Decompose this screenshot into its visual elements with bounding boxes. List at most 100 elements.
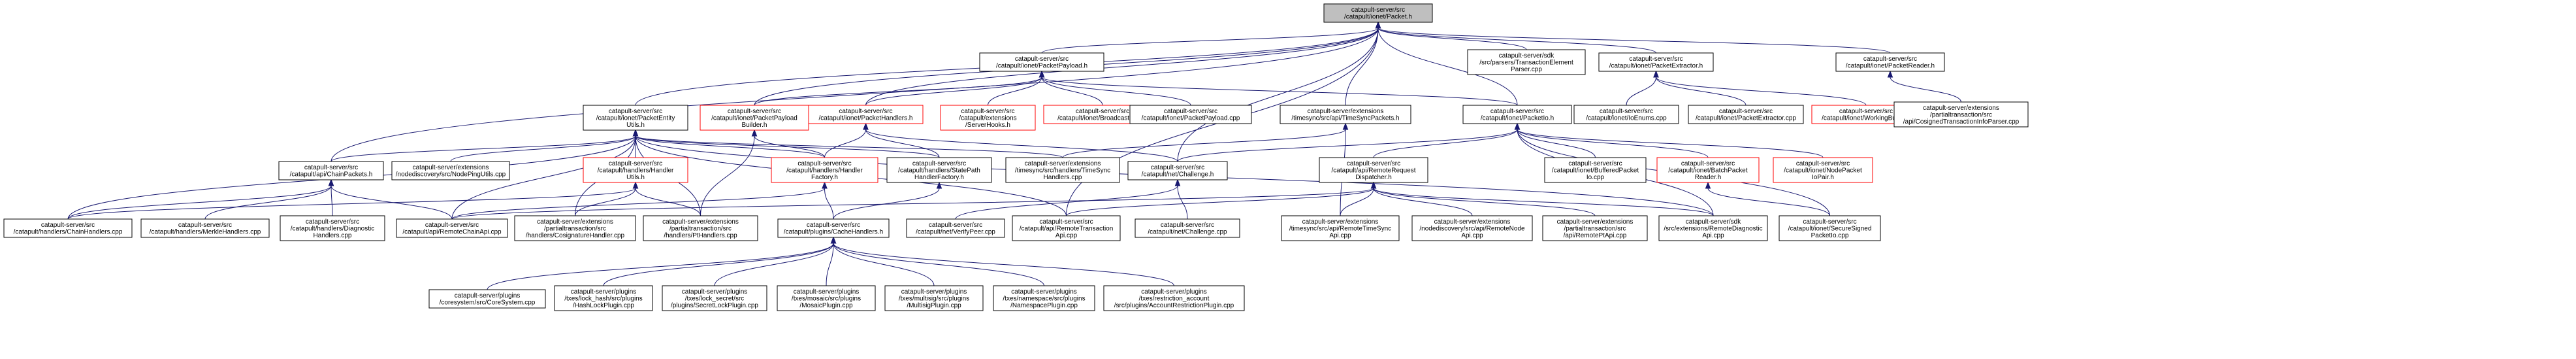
graph-node-catapult-server-extensions-timesync-src-handlers-timesynchandlers-cpp[interactable]: catapult-server/extensions/timesync/src/… — [1005, 157, 1120, 183]
graph-node-catapult-server-src-catapult-handlers-handlerfactory-h[interactable]: catapult-server/src/catapult/handlers/Ha… — [771, 157, 878, 183]
graph-node-catapult-server-src-catapult-ionet-securesignedpacketio-cpp[interactable]: catapult-server/src/catapult/ionet/Secur… — [1779, 215, 1881, 241]
node-box — [3, 218, 133, 238]
graph-node-catapult-server-extensions-nodediscovery-src-api-remotenodeapi-cpp[interactable]: catapult-server/extensions/nodediscovery… — [1411, 215, 1533, 241]
node-label-line: /handlers/CosignatureHandler.cpp — [526, 232, 625, 239]
node-box — [808, 105, 924, 124]
arrowhead-n37-to-n23 — [1174, 179, 1181, 186]
node-box — [1280, 105, 1411, 124]
graph-node-catapult-server-plugins-txes-restriction-account-src-plugins-accountrestrictionplugin-cpp[interactable]: catapult-server/plugins/txes/restriction… — [1103, 285, 1245, 311]
node-label-line: catapult-server/src — [1351, 7, 1405, 14]
graph-node-catapult-server-plugins-txes-namespace-src-plugins-namespaceplugin-cpp[interactable]: catapult-server/plugins/txes/namespace/s… — [993, 285, 1095, 311]
graph-node-catapult-server-sdk-src-parsers-transactionelementparser-cpp[interactable]: catapult-server/sdk/src/parsers/Transact… — [1467, 49, 1586, 75]
edge-n37-to-n23 — [1177, 185, 1188, 220]
graph-node-catapult-server-src-catapult-net-verifypeer-cpp[interactable]: catapult-server/src/catapult/net/VerifyP… — [906, 218, 1005, 238]
graph-node-catapult-server-src-catapult-handlers-statepathhandlerfactory-h[interactable]: catapult-server/src/catapult/handlers/St… — [886, 157, 992, 183]
graph-node-catapult-server-plugins-coresystem-src-coresystem-cpp[interactable]: catapult-server/plugins/coresystem/src/C… — [428, 289, 546, 309]
graph-node-catapult-server-src-catapult-ionet-packetpayload-h[interactable]: catapult-server/src/catapult/ionet/Packe… — [979, 52, 1104, 72]
edge-n28-to-n17 — [67, 185, 332, 220]
graph-node-catapult-server-src-catapult-ionet-nodepacketiopair-h[interactable]: catapult-server/src/catapult/ionet/NodeP… — [1773, 157, 1873, 183]
node-label-line: PacketIo.cpp — [1811, 232, 1849, 239]
edge-n47-to-n34 — [833, 243, 935, 286]
graph-node-catapult-server-src-catapult-api-chainpackets-h[interactable]: catapult-server/src/catapult/api/ChainPa… — [278, 161, 384, 180]
graph-node-catapult-server-src-catapult-ionet-batchpacketreader-h[interactable]: catapult-server/src/catapult/ionet/Batch… — [1656, 157, 1760, 183]
edge-n31-to-n20 — [451, 188, 825, 220]
node-box — [886, 157, 992, 183]
graph-node-catapult-server-src-catapult-handlers-chainhandlers-cpp[interactable]: catapult-server/src/catapult/handlers/Ch… — [3, 218, 133, 238]
graph-node-catapult-server-extensions-nodediscovery-src-nodepingutils-cpp[interactable]: catapult-server/extensions/nodediscovery… — [391, 161, 510, 180]
node-label-line: /catapult/ionet/BroadcastUtils.h — [1057, 115, 1148, 122]
edge-n27-to-n12 — [1517, 129, 1824, 158]
node-label-line: /catapult/handlers/StatePath — [898, 167, 980, 174]
node-label-line: /catapult/ionet/PacketPayload.cpp — [1142, 115, 1240, 122]
graph-node-catapult-server-src-catapult-net-challenge-cpp[interactable]: catapult-server/src/catapult/net/Challen… — [1135, 218, 1240, 238]
arrowhead-n42-to-n12 — [1514, 122, 1521, 130]
node-label-line: /src/extensions/RemoteDiagnostic — [1664, 225, 1762, 232]
node-label-line: HandlerFactory.h — [914, 174, 964, 181]
graph-node-catapult-server-src-catapult-ionet-packetpayload-cpp[interactable]: catapult-server/src/catapult/ionet/Packe… — [1129, 105, 1252, 124]
node-box — [1467, 49, 1586, 75]
graph-node-catapult-server-plugins-txes-mosaic-src-plugins-mosaicplugin-cpp[interactable]: catapult-server/plugins/txes/mosaic/src/… — [777, 285, 876, 311]
node-label-line: catapult-server/extensions — [537, 218, 613, 226]
node-label-line: /catapult/ionet/PacketPayload.h — [996, 63, 1087, 70]
graph-node-catapult-server-plugins-txes-lock-hash-src-plugins-hashlockplugin-cpp[interactable]: catapult-server/plugins/txes/lock_hash/s… — [554, 285, 653, 311]
graph-node-catapult-server-src-catapult-net-challenge-h[interactable]: catapult-server/src/catapult/net/Challen… — [1127, 161, 1228, 180]
graph-node-catapult-server-extensions-partialtransaction-src-handlers-pthandlers-cpp[interactable]: catapult-server/extensions/partialtransa… — [643, 215, 758, 241]
node-box — [1323, 3, 1433, 23]
graph-node-catapult-server-src-catapult-plugins-cachehandlers-h[interactable]: catapult-server/src/catapult/plugins/Cac… — [777, 218, 890, 238]
node-box — [140, 218, 270, 238]
node-label-line: /src/parsers/TransactionElement — [1479, 59, 1573, 66]
node-label-line: catapult-server/plugins — [571, 288, 637, 296]
node-label-line: catapult-server/src — [1347, 160, 1400, 167]
graph-node-catapult-server-extensions-partialtransaction-src-api-cosignedtransactioninfoparser-cpp[interactable]: catapult-server/extensions/partialtransa… — [1893, 101, 2029, 128]
graph-node-catapult-server-extensions-timesync-src-api-remotetimesyncapi-cpp[interactable]: catapult-server/extensions/timesync/src/… — [1281, 215, 1400, 241]
edge-n29-to-n17 — [204, 185, 332, 220]
node-label-line: /catapult/ionet/PacketPayload — [711, 114, 797, 122]
edge-n42-to-n26 — [1707, 188, 1830, 216]
graph-node-catapult-server-src-catapult-ionet-packetextractor-cpp[interactable]: catapult-server/src/catapult/ionet/Packe… — [1688, 105, 1804, 124]
node-label-line: /handlers/PtHandlers.cpp — [664, 232, 737, 239]
graph-node-catapult-server-extensions-partialtransaction-src-api-remoteptapi-cpp[interactable]: catapult-server/extensions/partialtransa… — [1542, 215, 1648, 241]
edge-n20-to-n7 — [824, 129, 866, 158]
node-label-line: catapult-server/src — [41, 222, 95, 229]
node-label-line: /txes/restriction_account — [1139, 295, 1210, 302]
node-label-line: catapult-server/src — [797, 160, 851, 167]
graph-node-catapult-server-src-catapult-api-remotetransactionapi-cpp[interactable]: catapult-server/src/catapult/api/RemoteT… — [1012, 215, 1121, 241]
node-box — [1411, 215, 1533, 241]
graph-node-catapult-server-src-catapult-extensions-serverhooks-h[interactable]: catapult-server/src/catapult/extensions/… — [940, 105, 1036, 131]
graph-node-catapult-server-src-catapult-handlers-handlerutils-h[interactable]: catapult-server/src/catapult/handlers/Ha… — [583, 157, 688, 183]
edge-n22-to-n11 — [1062, 129, 1346, 158]
graph-node-catapult-server-src-catapult-api-remotechainapi-cpp[interactable]: catapult-server/src/catapult/api/RemoteC… — [396, 218, 508, 238]
node-box — [583, 157, 688, 183]
graph-node-catapult-server-plugins-txes-multisig-src-plugins-multisigplugin-cpp[interactable]: catapult-server/plugins/txes/multisig/sr… — [884, 285, 984, 311]
graph-node-catapult-server-src-catapult-handlers-merklehandlers-cpp[interactable]: catapult-server/src/catapult/handlers/Me… — [140, 218, 270, 238]
edge-n15-to-n3 — [1656, 77, 1867, 106]
node-label-line: /partialtransaction/src — [1930, 111, 1992, 118]
node-label-line: /src/plugins/AccountRestrictionPlugin.cp… — [1114, 302, 1234, 309]
graph-node-catapult-server-src-catapult-ionet-packetreader-h[interactable]: catapult-server/src/catapult/ionet/Packe… — [1835, 52, 1945, 72]
edge-n17-to-n5 — [330, 135, 636, 162]
edge-n33-to-n6 — [700, 135, 755, 216]
graph-node-catapult-server-src-catapult-ionet-packetio-h[interactable]: catapult-server/src/catapult/ionet/Packe… — [1462, 105, 1572, 124]
graph-node-catapult-server-src-catapult-ionet-packetentityutils-h[interactable]: catapult-server/src/catapult/ionet/Packe… — [583, 105, 688, 131]
graph-node-catapult-server-extensions-partialtransaction-src-handlers-cosignaturehandler-cpp[interactable]: catapult-server/extensions/partialtransa… — [514, 215, 636, 241]
node-box — [391, 161, 510, 180]
graph-node-catapult-server-src-catapult-ionet-ioenums-cpp[interactable]: catapult-server/src/catapult/ionet/IoEnu… — [1573, 105, 1679, 124]
edge-n34-to-n21 — [833, 188, 940, 220]
node-label-line: catapult-server/extensions — [662, 218, 739, 226]
node-label-line: catapult-server/src — [1076, 108, 1129, 115]
graph-node-catapult-server-sdk-src-extensions-remotediagnosticapi-cpp[interactable]: catapult-server/sdk/src/extensions/Remot… — [1658, 215, 1768, 241]
node-box — [1573, 105, 1679, 124]
graph-node-catapult-server-src-catapult-ionet-packetextractor-h[interactable]: catapult-server/src/catapult/ionet/Packe… — [1598, 52, 1714, 72]
graph-node-catapult-server-extensions-timesync-src-api-timesyncpackets-h[interactable]: catapult-server/extensions/timesync/src/… — [1280, 105, 1411, 124]
graph-node-catapult-server-src-catapult-ionet-packethandlers-h[interactable]: catapult-server/src/catapult/ionet/Packe… — [808, 105, 924, 124]
graph-node-catapult-server-src-catapult-api-remoterequestdispatcher-h[interactable]: catapult-server/src/catapult/api/RemoteR… — [1319, 157, 1428, 183]
graph-node-catapult-server-src-catapult-handlers-diagnostichandlers-cpp[interactable]: catapult-server/src/catapult/handlers/Di… — [280, 215, 385, 241]
graph-node-catapult-server-src-catapult-ionet-packetpayloadbuilder-h[interactable]: catapult-server/src/catapult/ionet/Packe… — [700, 105, 809, 131]
node-label-line: catapult-server/src — [306, 218, 359, 226]
edge-n40-to-n24 — [1373, 188, 1596, 216]
node-label-line: /catapult/extensions — [959, 114, 1016, 122]
graph-node-catapult-server-src-catapult-ionet-bufferedpacketio-cpp[interactable]: catapult-server/src/catapult/ionet/Buffe… — [1544, 157, 1647, 183]
graph-node-catapult-server-plugins-txes-lock-secret-src-plugins-secretlockplugin-cpp[interactable]: catapult-server/plugins/txes/lock_secret… — [662, 285, 767, 311]
node-label-line: Utils.h — [626, 122, 645, 129]
node-label-line: catapult-server/src — [807, 222, 860, 229]
